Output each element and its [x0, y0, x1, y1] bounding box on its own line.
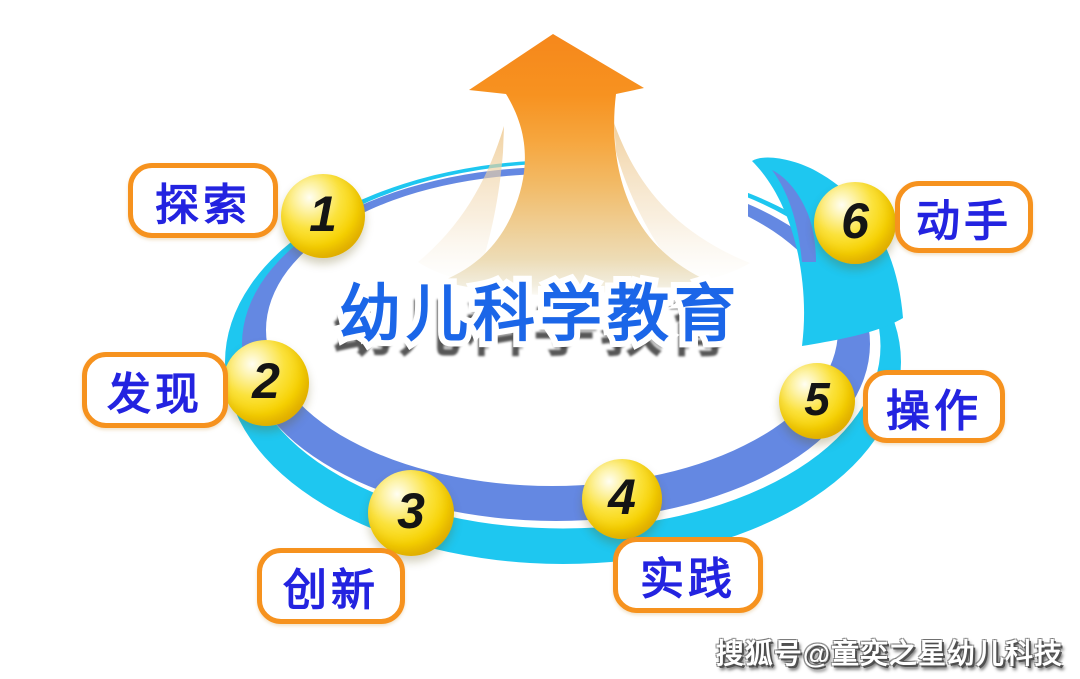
watermark-text: 搜狐号@童奕之星幼儿科技 [715, 638, 1063, 669]
step-number-1: 1 [309, 186, 337, 242]
step-label-practice: 实践 [613, 537, 763, 613]
step-label-discover: 发现 [82, 352, 228, 428]
step-ball-2: 2 [223, 340, 309, 426]
step-ball-4: 4 [582, 459, 662, 539]
ring-tip-inner-sliver [772, 170, 816, 262]
step-number-2: 2 [252, 353, 280, 409]
up-arrow-icon [442, 34, 715, 296]
step-number-3: 3 [397, 483, 425, 539]
step-number-5: 5 [804, 373, 830, 425]
step-label-innovate: 创新 [257, 548, 405, 624]
arrow-wing-right [614, 123, 750, 282]
step-label-hands-on: 动手 [895, 181, 1033, 253]
step-label-explore: 探索 [128, 163, 278, 238]
step-number-6: 6 [841, 193, 869, 249]
step-ball-5: 5 [779, 363, 855, 439]
step-ball-1: 1 [281, 174, 365, 258]
step-number-4: 4 [608, 469, 636, 525]
arrow-wing-left [418, 126, 504, 280]
step-ball-3: 3 [368, 470, 454, 556]
step-label-operate: 操作 [863, 370, 1005, 443]
step-ball-6: 6 [814, 182, 896, 264]
